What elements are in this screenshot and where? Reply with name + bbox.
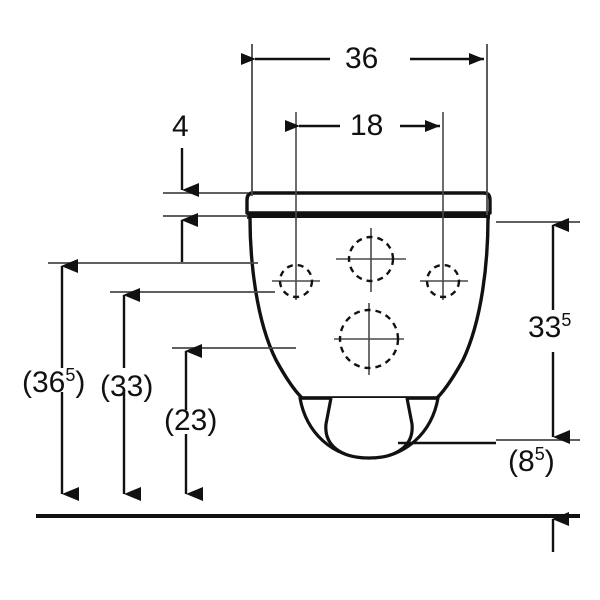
label-floor-clearance: (85) [508,444,555,478]
label-right-height: 335 [528,310,572,344]
label-height-from-floor-a: (365) [22,365,86,399]
toilet-rim [245,191,492,215]
label-clearance-superscript: 5 [534,444,545,464]
dimension-left-heights [48,259,296,501]
dimension-rim-offset [163,148,248,262]
bowl-outlet-shape [324,397,414,460]
label-overall-width: 36 [345,42,379,75]
label-rim-offset: 4 [172,110,189,143]
label-a-superscript: 5 [65,365,76,385]
dimension-overall-width [241,44,488,215]
dimension-right-heights [398,218,580,552]
mounting-holes [278,235,461,370]
label-right-superscript: 5 [561,310,572,330]
left-fixing-hole-icon [278,263,314,299]
right-fixing-hole-icon [425,263,461,299]
center-upper-hole-icon [347,235,395,283]
center-outlet-hole-icon [338,308,400,370]
label-height-from-floor-b: (33) [100,370,154,403]
label-height-from-floor-c: (23) [164,404,218,437]
label-fixing-spacing: 18 [350,109,384,142]
